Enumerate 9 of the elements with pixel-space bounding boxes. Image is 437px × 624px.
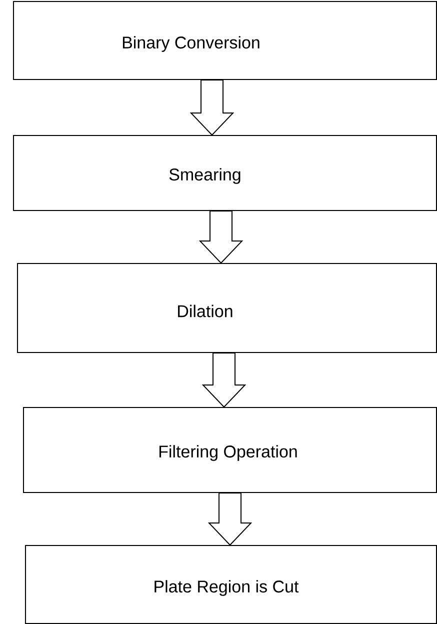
block-arrow [198, 210, 244, 264]
process-box: Filtering Operation [23, 407, 437, 493]
block-arrow [190, 80, 234, 136]
process-box: Binary Conversion [13, 1, 437, 80]
block-arrow [202, 352, 246, 408]
process-box: Smearing [13, 135, 437, 211]
process-box: Dilation [17, 263, 437, 353]
block-arrow [208, 492, 252, 546]
process-box: Plate Region is Cut [25, 545, 437, 624]
